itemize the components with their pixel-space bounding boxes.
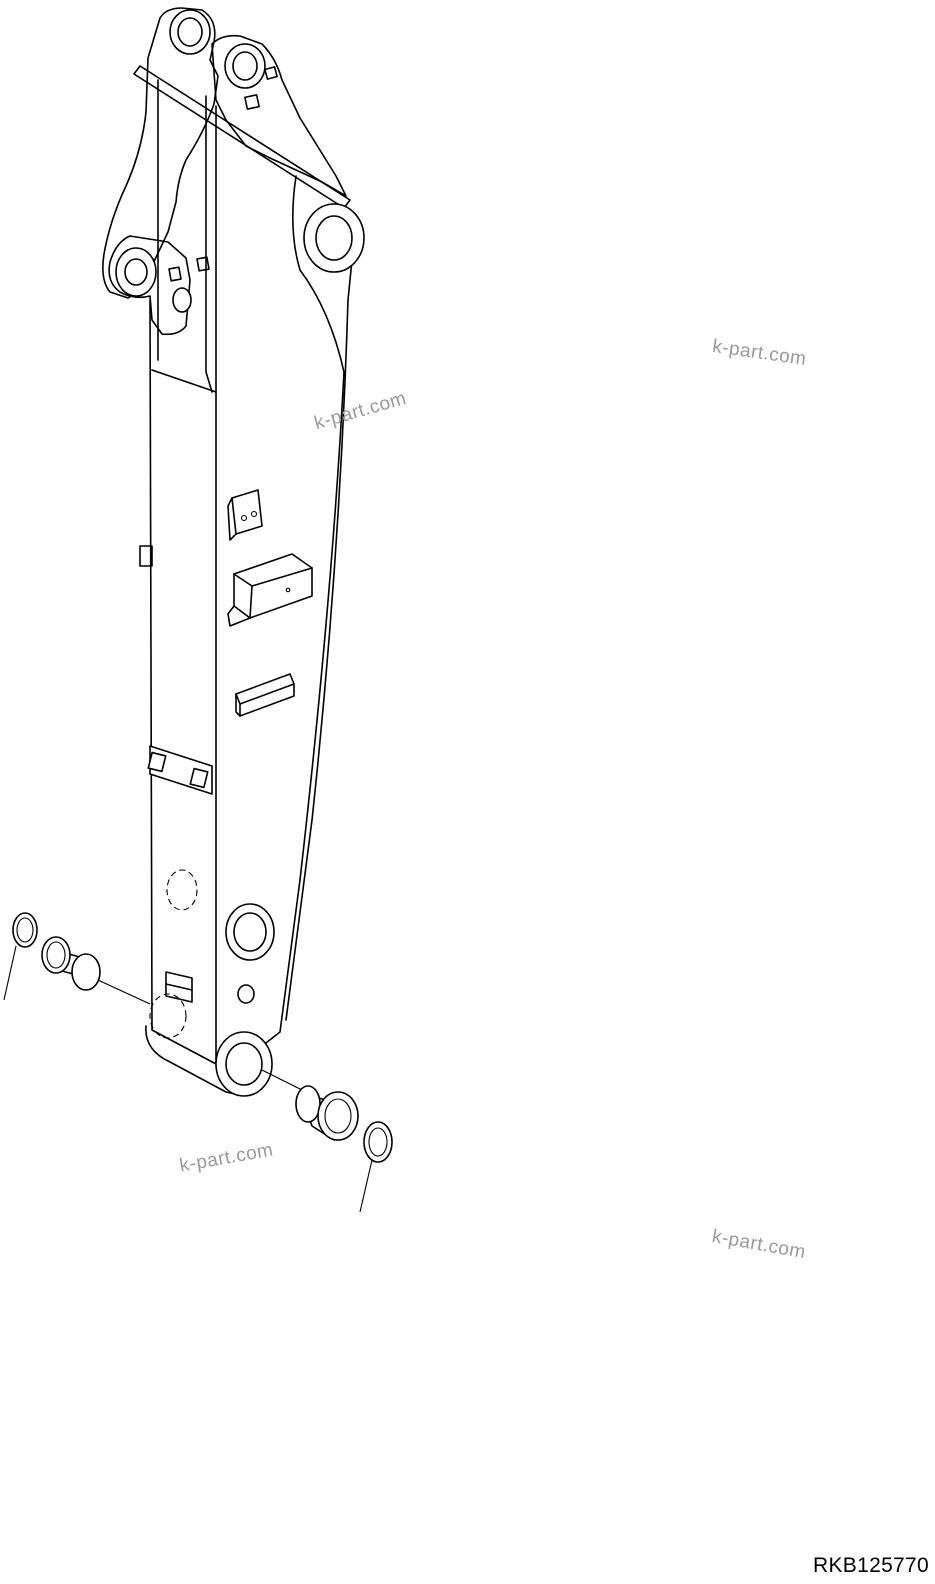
left-shim-ring bbox=[13, 913, 37, 947]
arm-body bbox=[103, 8, 364, 1096]
drawing-code: RKB125770 bbox=[813, 1554, 929, 1577]
left-leader-line bbox=[4, 946, 16, 1000]
left-bushing bbox=[42, 937, 100, 990]
left-center-line bbox=[98, 980, 150, 1004]
right-bushing bbox=[296, 1086, 358, 1140]
right-center-line bbox=[262, 1070, 302, 1090]
right-shim-ring bbox=[364, 1122, 392, 1162]
right-leader-line bbox=[360, 1160, 372, 1212]
